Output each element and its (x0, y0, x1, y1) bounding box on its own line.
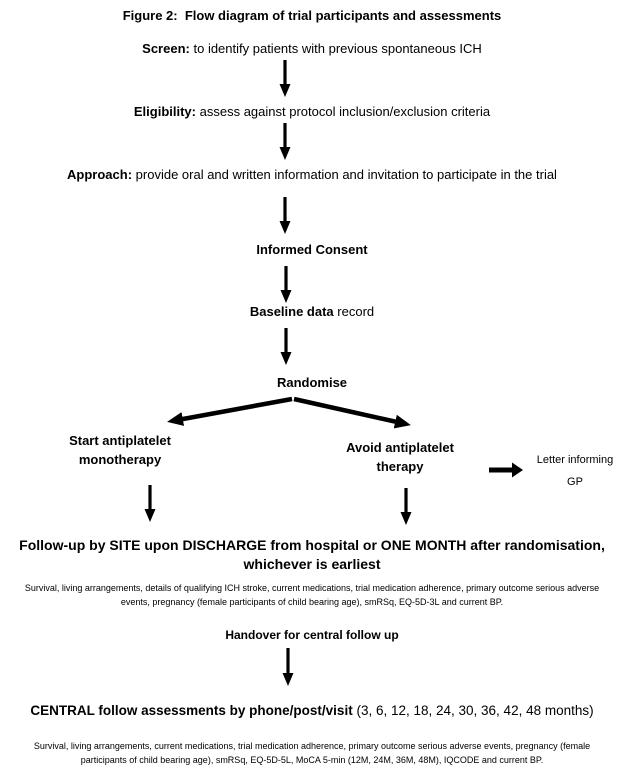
arm-avoid-antiplatelet: Avoid antiplatelet therapy (346, 440, 454, 474)
step-eligibility-text: assess against protocol inclusion/exclus… (199, 104, 491, 119)
central-followup-heading: CENTRAL follow assessments by phone/post… (0, 703, 624, 718)
step-baseline-label: Baseline data (249, 304, 334, 319)
arrow-right-icon (489, 462, 523, 478)
arrow-down-icon (279, 60, 291, 97)
arrow-down-icon (279, 197, 291, 234)
step-eligibility-label: Eligibility: (133, 104, 196, 119)
gp-letter-note: Letter informing GP (536, 454, 614, 488)
arrow-down-icon (144, 485, 156, 522)
step-screen-label: Screen: (142, 41, 190, 56)
central-followup-details: Survival, living arrangements, current m… (33, 741, 591, 765)
site-followup-details: Survival, living arrangements, details o… (24, 583, 600, 607)
randomise-branch-arrows-icon (167, 396, 411, 429)
arrow-down-icon (282, 648, 294, 686)
step-eligibility: Eligibility: assess against protocol inc… (0, 104, 624, 120)
step-baseline-text: record (337, 304, 375, 319)
step-screen-text: to identify patients with previous spont… (193, 41, 482, 56)
step-randomise: Randomise (276, 375, 348, 390)
arrow-down-icon (280, 266, 292, 303)
arm-start-antiplatelet: Start antiplatelet monotherapy (69, 433, 171, 467)
arrow-down-icon (280, 328, 292, 365)
step-approach-text: provide oral and written information and… (135, 167, 557, 182)
central-followup-heading-bold: CENTRAL follow assessments by phone/post… (30, 703, 353, 718)
step-baseline: Baseline data record (0, 304, 624, 320)
arrow-down-icon (400, 488, 412, 525)
arrow-down-icon (279, 123, 291, 160)
central-followup-heading-suffix: (3, 6, 12, 18, 24, 30, 36, 42, 48 months… (356, 703, 594, 718)
site-followup-heading: Follow-up by SITE upon DISCHARGE from ho… (19, 537, 605, 572)
figure-title: Figure 2: Flow diagram of trial particip… (122, 8, 502, 23)
step-approach: Approach: provide oral and written infor… (0, 167, 624, 183)
handover-label: Handover for central follow up (225, 628, 399, 642)
step-screen: Screen: to identify patients with previo… (0, 41, 624, 57)
step-approach-label: Approach: (67, 167, 133, 182)
step-informed-consent: Informed Consent (256, 242, 368, 257)
